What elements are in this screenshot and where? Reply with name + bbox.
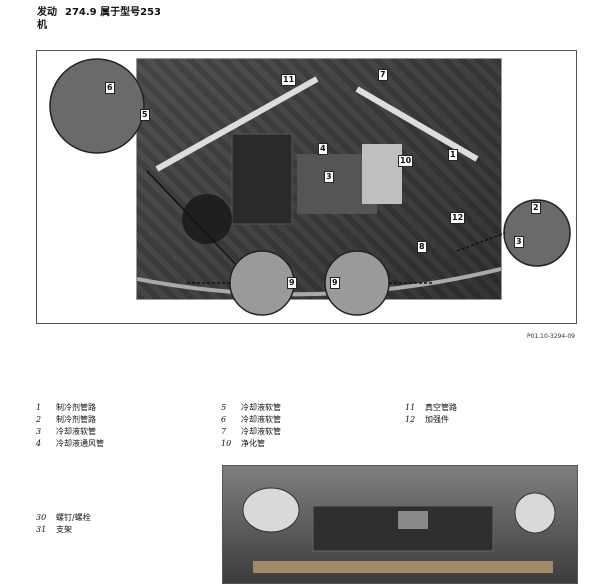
zoom-left-top [49, 58, 145, 154]
reservoir [182, 194, 232, 244]
legend-num: 30 [36, 513, 47, 522]
legend-num: 31 [36, 525, 47, 534]
legend-num: 7 [221, 427, 227, 436]
front-end-photo [222, 465, 578, 584]
legend-text: 螺钉/螺栓 [56, 513, 91, 522]
intercooler [362, 144, 402, 204]
callout-8: 8 [417, 241, 427, 253]
legend-num: 6 [221, 415, 227, 424]
legend-num: 12 [405, 415, 416, 424]
zoom-line-1 [146, 170, 243, 272]
headlight-right [514, 492, 556, 534]
callout-12: 12 [450, 212, 466, 224]
legend-num: 5 [221, 403, 227, 412]
page-header: 发动 274.9 属于型号253 机 [37, 6, 161, 32]
legend-col-1: 1 制冷剂管路 2 制冷剂管路 3 冷却液软管 4 冷却液通风管 [36, 402, 104, 450]
callout-3-zoom: 3 [514, 236, 524, 248]
legend-col-3: 11 真空管路 12 加强件 [405, 402, 457, 426]
legend-text: 加强件 [425, 415, 449, 424]
header-title-b: 274.9 属于型号253 [65, 7, 161, 18]
callout-3-main: 3 [324, 171, 334, 183]
callout-10: 10 [398, 155, 414, 167]
headlight-left [242, 487, 300, 533]
callout-11: 11 [281, 74, 297, 86]
engine-cover [231, 133, 293, 225]
header-title-a: 发动 [37, 7, 57, 18]
legend-num: 4 [36, 439, 42, 448]
engine-photo [136, 58, 502, 300]
callout-2: 2 [531, 202, 541, 214]
dash-3 [456, 232, 506, 252]
header-title-c: 机 [37, 20, 47, 31]
legend-num: 1 [36, 403, 42, 412]
legend-num: 2 [36, 415, 42, 424]
callout-7: 7 [378, 69, 388, 81]
engine-illustration [137, 76, 501, 297]
callout-5: 5 [140, 109, 150, 121]
zoom-bottom-1 [229, 250, 295, 316]
legend-num: 3 [36, 427, 42, 436]
legend-text: 冷却液软管 [56, 427, 96, 436]
figure-code: P01.10-3294-09 [526, 333, 575, 340]
callout-9-a: 9 [287, 277, 297, 289]
legend-text: 冷却液软管 [241, 415, 281, 424]
legend-num: 11 [405, 403, 416, 412]
legend-num: 10 [221, 439, 232, 448]
strut-brace-left [155, 76, 319, 172]
legend-text: 制冷剂管路 [56, 403, 96, 412]
legend-text: 真空管路 [425, 403, 457, 412]
legend-text: 制冷剂管路 [56, 415, 96, 424]
callout-4: 4 [318, 143, 328, 155]
front-end-illustration [242, 487, 556, 573]
callout-9-b: 9 [330, 277, 340, 289]
legend-text: 净化管 [241, 439, 265, 448]
legend-text: 冷却液软管 [241, 427, 281, 436]
strut-brace-right [355, 86, 479, 162]
detail-zooms [49, 58, 571, 316]
legend-2: 30 螺钉/螺栓 31 支架 [36, 512, 91, 536]
legend-text: 冷却液通风管 [56, 439, 104, 448]
callout-6: 6 [105, 82, 115, 94]
callout-1: 1 [448, 149, 458, 161]
legend-text: 支架 [56, 525, 72, 534]
legend-col-2: 5 冷却液软管 6 冷却液软管 7 冷却液软管 10 净化管 [221, 402, 281, 450]
bumper-beam [253, 561, 553, 573]
legend-text: 冷却液软管 [241, 403, 281, 412]
radiator-support [137, 267, 501, 297]
bracket [398, 511, 428, 529]
engine-figure: 11 7 6 5 1 10 4 3 12 2 3 8 9 9 [36, 50, 577, 324]
